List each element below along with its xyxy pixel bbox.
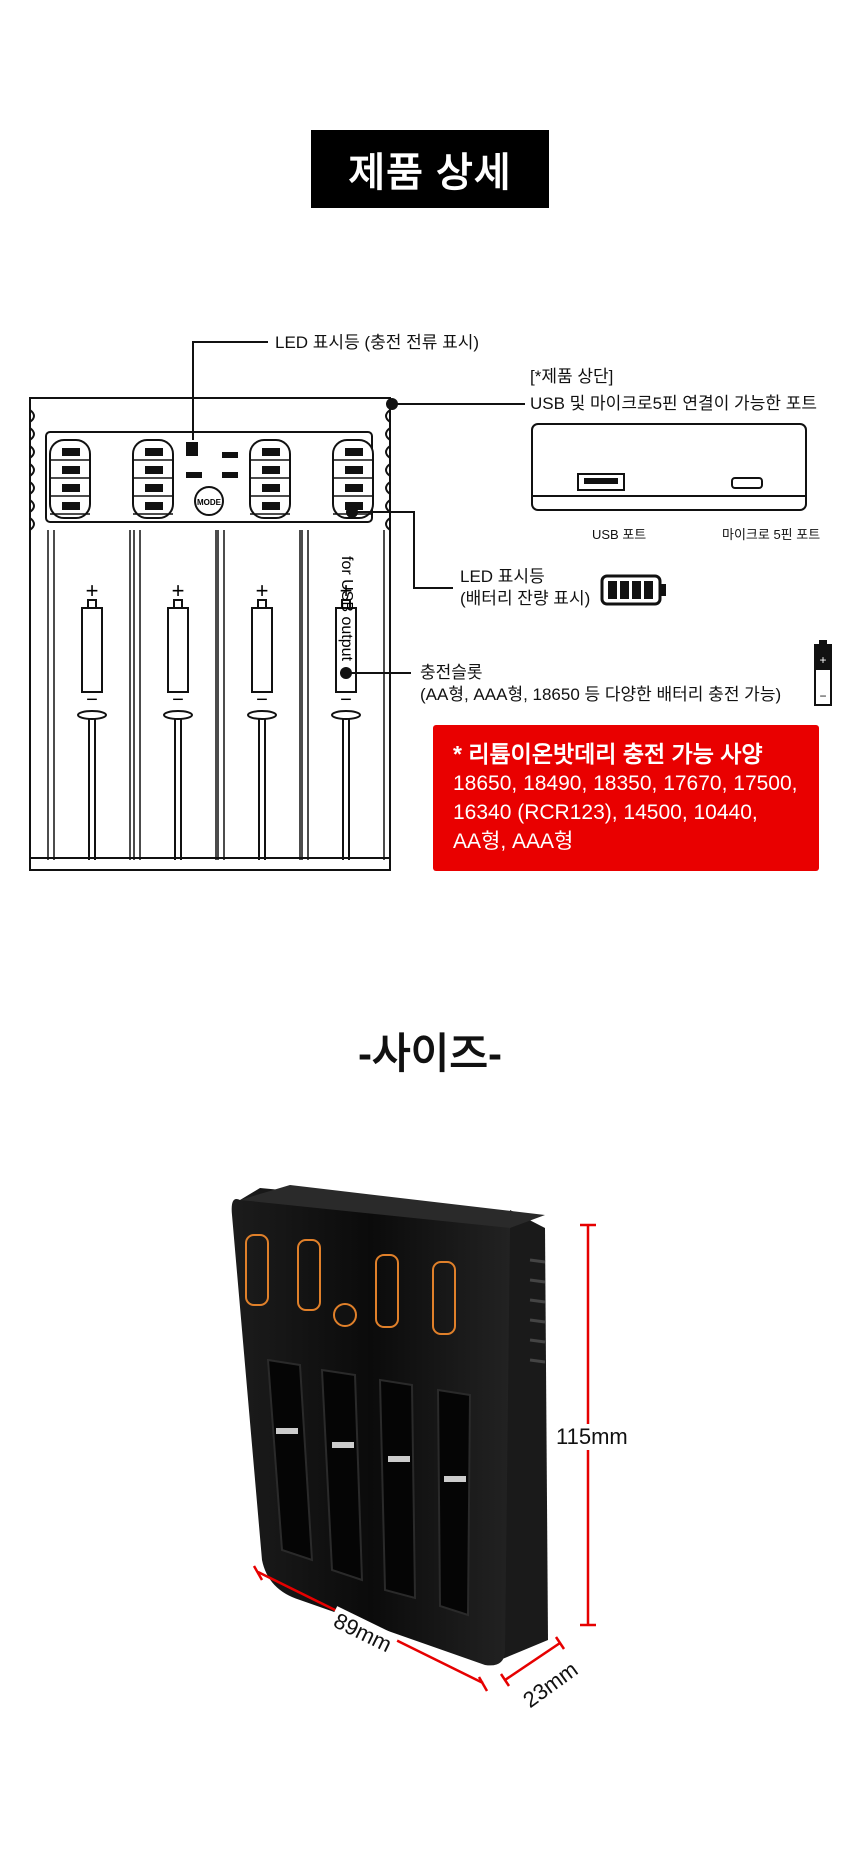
- charging-slot: +−: [217, 530, 301, 860]
- led-segment: [62, 466, 80, 474]
- led-stack: [49, 439, 91, 519]
- slot-label-line1: 충전슬롯: [420, 663, 483, 682]
- led-segment: [345, 466, 363, 474]
- photo-contacts: [276, 1428, 466, 1482]
- charger-front: [231, 1188, 510, 1666]
- slot-battery: [81, 607, 103, 693]
- callout-dot: [386, 398, 398, 410]
- battery-icon-fill: [815, 645, 831, 670]
- charging-slot: +−: [47, 530, 131, 860]
- top-label-line1: [*제품 상단]: [530, 367, 614, 386]
- spec-line-2: 16340 (RCR123), 14500, 10440,: [453, 801, 758, 824]
- photo-mode-button: [333, 1303, 357, 1327]
- battery-level-bar: [632, 581, 641, 599]
- center-led: [222, 452, 238, 458]
- led-segment: [62, 448, 80, 456]
- mode-button-text: MODE: [197, 498, 222, 507]
- page-title: 제품 상세: [311, 130, 549, 208]
- slot-plus-sign: +: [86, 578, 99, 603]
- led-segment: [145, 466, 163, 474]
- led-segment: [62, 484, 80, 492]
- slot-battery: [167, 607, 189, 693]
- led-segment: [145, 484, 163, 492]
- width-dimension-label: 89mm: [325, 1606, 400, 1660]
- led-segment: [262, 448, 280, 456]
- led-segment: [62, 502, 80, 510]
- slot-plus-sign: +: [340, 578, 353, 603]
- slot-slider: [77, 710, 107, 720]
- height-dimension-label: 115mm: [552, 1424, 632, 1450]
- led-battery-label-line2: (배터리 잔량 표시): [460, 589, 591, 608]
- callout-line: [192, 341, 268, 440]
- led-battery-label-line1: LED 표시등: [460, 567, 545, 586]
- led-segment: [345, 448, 363, 456]
- spec-heading: * 리튬이온밧데리 충전 가능 사양: [453, 741, 763, 767]
- charging-slots: +−+−+−+−: [47, 530, 385, 860]
- slot-label-line2: (AA형, AAA형, 18650 등 다양한 배터리 충전 가능): [420, 685, 782, 704]
- charger-side-face: [500, 1210, 548, 1660]
- battery-led-indicators: [49, 439, 374, 519]
- slot-slider: [247, 710, 277, 720]
- charger-base: [29, 857, 391, 871]
- slot-battery: [251, 607, 273, 693]
- center-led: [186, 472, 202, 478]
- spec-line-1: 18650, 18490, 18350, 17670, 17500,: [453, 772, 798, 795]
- orange-led-stacks: [245, 1234, 456, 1335]
- battery-level-bar: [620, 581, 629, 599]
- led-segment: [145, 502, 163, 510]
- left-ridges: [29, 409, 35, 531]
- slot-plus-sign: +: [256, 578, 269, 603]
- callout-dot: [340, 667, 352, 679]
- battery-level-bar: [608, 581, 617, 599]
- callout-dot: [346, 506, 358, 518]
- center-led: [222, 472, 238, 478]
- size-title: -사이즈-: [358, 1030, 502, 1077]
- top-port-panel: [531, 423, 807, 511]
- led-stack: [332, 439, 374, 519]
- micro-usb-port-icon: [731, 477, 763, 489]
- mode-button: [194, 486, 224, 516]
- dimension-lines: [252, 1223, 596, 1692]
- center-led: [186, 442, 198, 456]
- side-vents: [529, 1258, 546, 1364]
- battery-icon-tip: [819, 640, 827, 645]
- charging-slot: +−: [133, 530, 217, 860]
- led-segment: [262, 466, 280, 474]
- led-stack: [132, 439, 174, 519]
- charging-slot: +−: [301, 530, 385, 860]
- usb-output-text: for USB output: [338, 556, 355, 662]
- slot-minus-sign: −: [86, 689, 98, 711]
- slot-battery: [335, 607, 357, 693]
- right-ridges: [385, 409, 391, 531]
- spec-box: * 리튬이온밧데리 충전 가능 사양 18650, 18490, 18350, …: [433, 725, 819, 871]
- battery-level-icon-tip: [661, 584, 666, 596]
- led-segment: [345, 502, 363, 510]
- usb-port-inner: [584, 478, 618, 484]
- usb-port-label: USB 포트: [592, 527, 647, 542]
- depth-dimension-label: 23mm: [518, 1656, 583, 1713]
- led-segment: [145, 448, 163, 456]
- slot-minus-sign: −: [340, 689, 352, 711]
- spec-line-3: AA형, AAA형: [453, 830, 574, 853]
- photo-slots: [266, 1358, 472, 1617]
- slot-minus-sign: −: [256, 689, 268, 711]
- charger-diagram: MODE +−+−+−+− for USB output + −: [29, 341, 832, 871]
- charger-top-face: [240, 1185, 545, 1228]
- slot-minus-sign: −: [172, 689, 184, 711]
- led-segment: [345, 484, 363, 492]
- battery-level-bar: [644, 581, 653, 599]
- micro-port-label: 마이크로 5핀 포트: [722, 527, 821, 542]
- callout-line: [352, 511, 453, 589]
- top-label-line2: USB 및 마이크로5핀 연결이 가능한 포트: [530, 394, 817, 413]
- slot-slider: [331, 710, 361, 720]
- led-segment: [262, 484, 280, 492]
- slot-plus-sign: +: [172, 578, 185, 603]
- battery-icon-plus: +: [819, 653, 826, 667]
- led-segment: [262, 502, 280, 510]
- led-current-label: LED 표시등 (충전 전류 표시): [275, 333, 480, 352]
- battery-icon-minus: −: [819, 689, 826, 703]
- led-stack: [249, 439, 291, 519]
- slot-slider: [163, 710, 193, 720]
